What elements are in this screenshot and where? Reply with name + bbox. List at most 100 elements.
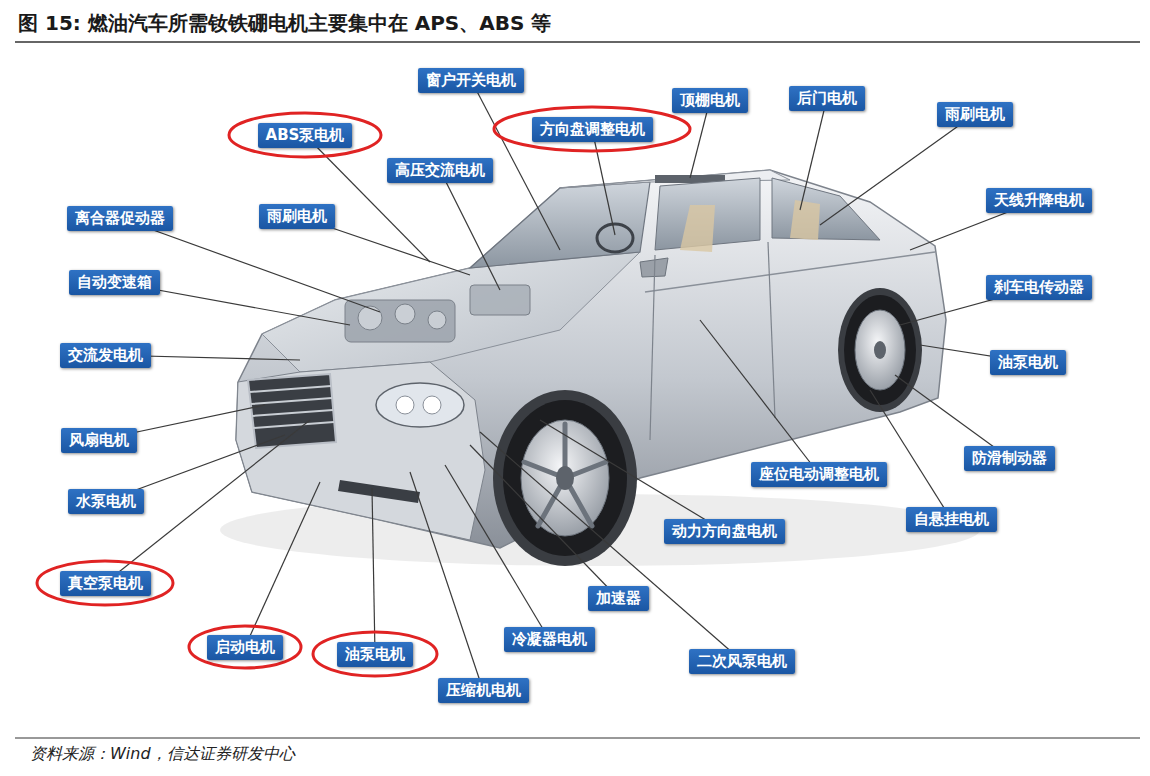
- part-label: 防滑制动器: [972, 449, 1047, 468]
- part-label-box: 压缩机电机: [438, 678, 529, 703]
- caption-rule: [15, 738, 1140, 739]
- headlight: [376, 383, 464, 427]
- rear-wheel: [838, 288, 922, 412]
- part-label-box: 顶棚电机: [672, 88, 748, 113]
- part-label: 天线升降电机: [994, 191, 1084, 210]
- part-label-box: 离合器促动器: [67, 206, 173, 231]
- leader-line: [445, 465, 549, 639]
- part-label-box: 自动变速箱: [69, 270, 160, 295]
- leader-line: [440, 170, 500, 290]
- seat: [680, 205, 715, 252]
- highlight-ellipse: [37, 561, 173, 605]
- car-body: [220, 170, 980, 566]
- part-label: 压缩机电机: [446, 681, 521, 700]
- part-label: 真空泵电机: [68, 574, 143, 593]
- leader-line: [700, 320, 819, 474]
- engine-part: [395, 304, 415, 324]
- part-label: 雨刷电机: [267, 207, 327, 226]
- front-wheel: [493, 390, 637, 566]
- part-label-box: 风扇电机: [61, 428, 137, 453]
- part-label-box: 加速器: [588, 586, 649, 611]
- part-label-box: 交流发电机: [60, 343, 151, 368]
- part-label: 加速器: [596, 589, 641, 608]
- figure-title: 图 15: 燃油汽车所需钕铁硼电机主要集中在 APS、ABS 等: [18, 10, 551, 37]
- part-label-box: 高压交流电机: [387, 158, 493, 183]
- body-shell: [236, 170, 946, 548]
- part-label: 自悬挂电机: [914, 510, 989, 529]
- part-label-box: 天线升降电机: [986, 188, 1092, 213]
- part-label: 二次风泵电机: [697, 652, 787, 671]
- part-label: 顶棚电机: [680, 91, 740, 110]
- part-label: 离合器促动器: [75, 209, 165, 228]
- part-label-box: 方向盘调整电机: [532, 117, 653, 142]
- leader-line: [410, 472, 483, 690]
- part-label-box: 冷凝器电机: [504, 627, 595, 652]
- part-label: 刹车电传动器: [994, 278, 1084, 297]
- highlight-ellipse: [189, 626, 301, 668]
- grille-bars: [250, 386, 334, 428]
- leader-line: [480, 432, 742, 661]
- part-label: 油泵电机: [345, 645, 405, 664]
- part-label-box: 后门电机: [789, 86, 865, 111]
- part-label-box: 刹车电传动器: [986, 275, 1092, 300]
- leader-line: [592, 129, 615, 235]
- part-label: 动力方向盘电机: [672, 522, 777, 541]
- steering-wheel: [597, 224, 633, 252]
- part-label: 座位电动调整电机: [759, 465, 879, 484]
- part-label: 水泵电机: [76, 492, 136, 511]
- grille: [248, 374, 336, 448]
- highlight-ellipse: [313, 632, 437, 676]
- leader-lines: [99, 80, 1039, 690]
- leader-line: [305, 135, 430, 262]
- part-label: 油泵电机: [998, 353, 1058, 372]
- leader-line: [870, 390, 951, 519]
- part-label-box: 二次风泵电机: [689, 649, 795, 674]
- part-label: 后门电机: [797, 89, 857, 108]
- part-label-box: 窗户开关电机: [418, 68, 524, 93]
- highlight-ellipse: [494, 107, 690, 151]
- part-label-box: 真空泵电机: [60, 571, 151, 596]
- part-label: 自动变速箱: [77, 273, 152, 292]
- engine-part: [428, 311, 446, 329]
- part-label-box: ABS泵电机: [258, 123, 353, 148]
- part-label: 高压交流电机: [395, 161, 485, 180]
- part-label: 雨刷电机: [945, 105, 1005, 124]
- part-label: 交流发电机: [68, 346, 143, 365]
- engine-part: [358, 306, 382, 330]
- belt-line: [645, 252, 935, 292]
- part-label-box: 雨刷电机: [937, 102, 1013, 127]
- part-label-box: 防滑制动器: [964, 446, 1055, 471]
- rear-window: [772, 178, 880, 240]
- part-label: 风扇电机: [69, 431, 129, 450]
- title-rule: [15, 41, 1140, 43]
- part-label: 启动电机: [215, 638, 275, 657]
- engine: [345, 285, 530, 342]
- source-caption: 资料来源：Wind，信达证券研发中心: [30, 744, 295, 765]
- part-label-box: 座位电动调整电机: [751, 462, 887, 487]
- part-label-box: 自悬挂电机: [906, 507, 997, 532]
- leader-line: [540, 420, 724, 531]
- part-label-box: 油泵电机: [337, 642, 413, 667]
- hood: [262, 252, 640, 372]
- part-label: 方向盘调整电机: [540, 120, 645, 139]
- part-label: 窗户开关电机: [426, 71, 516, 90]
- leader-line: [120, 218, 380, 312]
- leader-line: [245, 482, 320, 647]
- windshield: [470, 182, 650, 268]
- highlight-ellipse: [229, 113, 381, 157]
- engine-block: [345, 300, 455, 342]
- part-label: 冷凝器电机: [512, 630, 587, 649]
- part-label: ABS泵电机: [266, 126, 345, 145]
- seat: [790, 200, 820, 240]
- leader-line: [372, 488, 375, 654]
- leader-line: [820, 114, 975, 225]
- part-label-box: 油泵电机: [990, 350, 1066, 375]
- highlight-rings: [37, 107, 690, 676]
- part-label-box: 动力方向盘电机: [664, 519, 785, 544]
- leader-line: [470, 445, 618, 598]
- headlight-lens: [396, 396, 414, 414]
- part-label-box: 雨刷电机: [259, 204, 335, 229]
- front-fascia: [236, 362, 485, 540]
- fog-slot: [338, 480, 420, 503]
